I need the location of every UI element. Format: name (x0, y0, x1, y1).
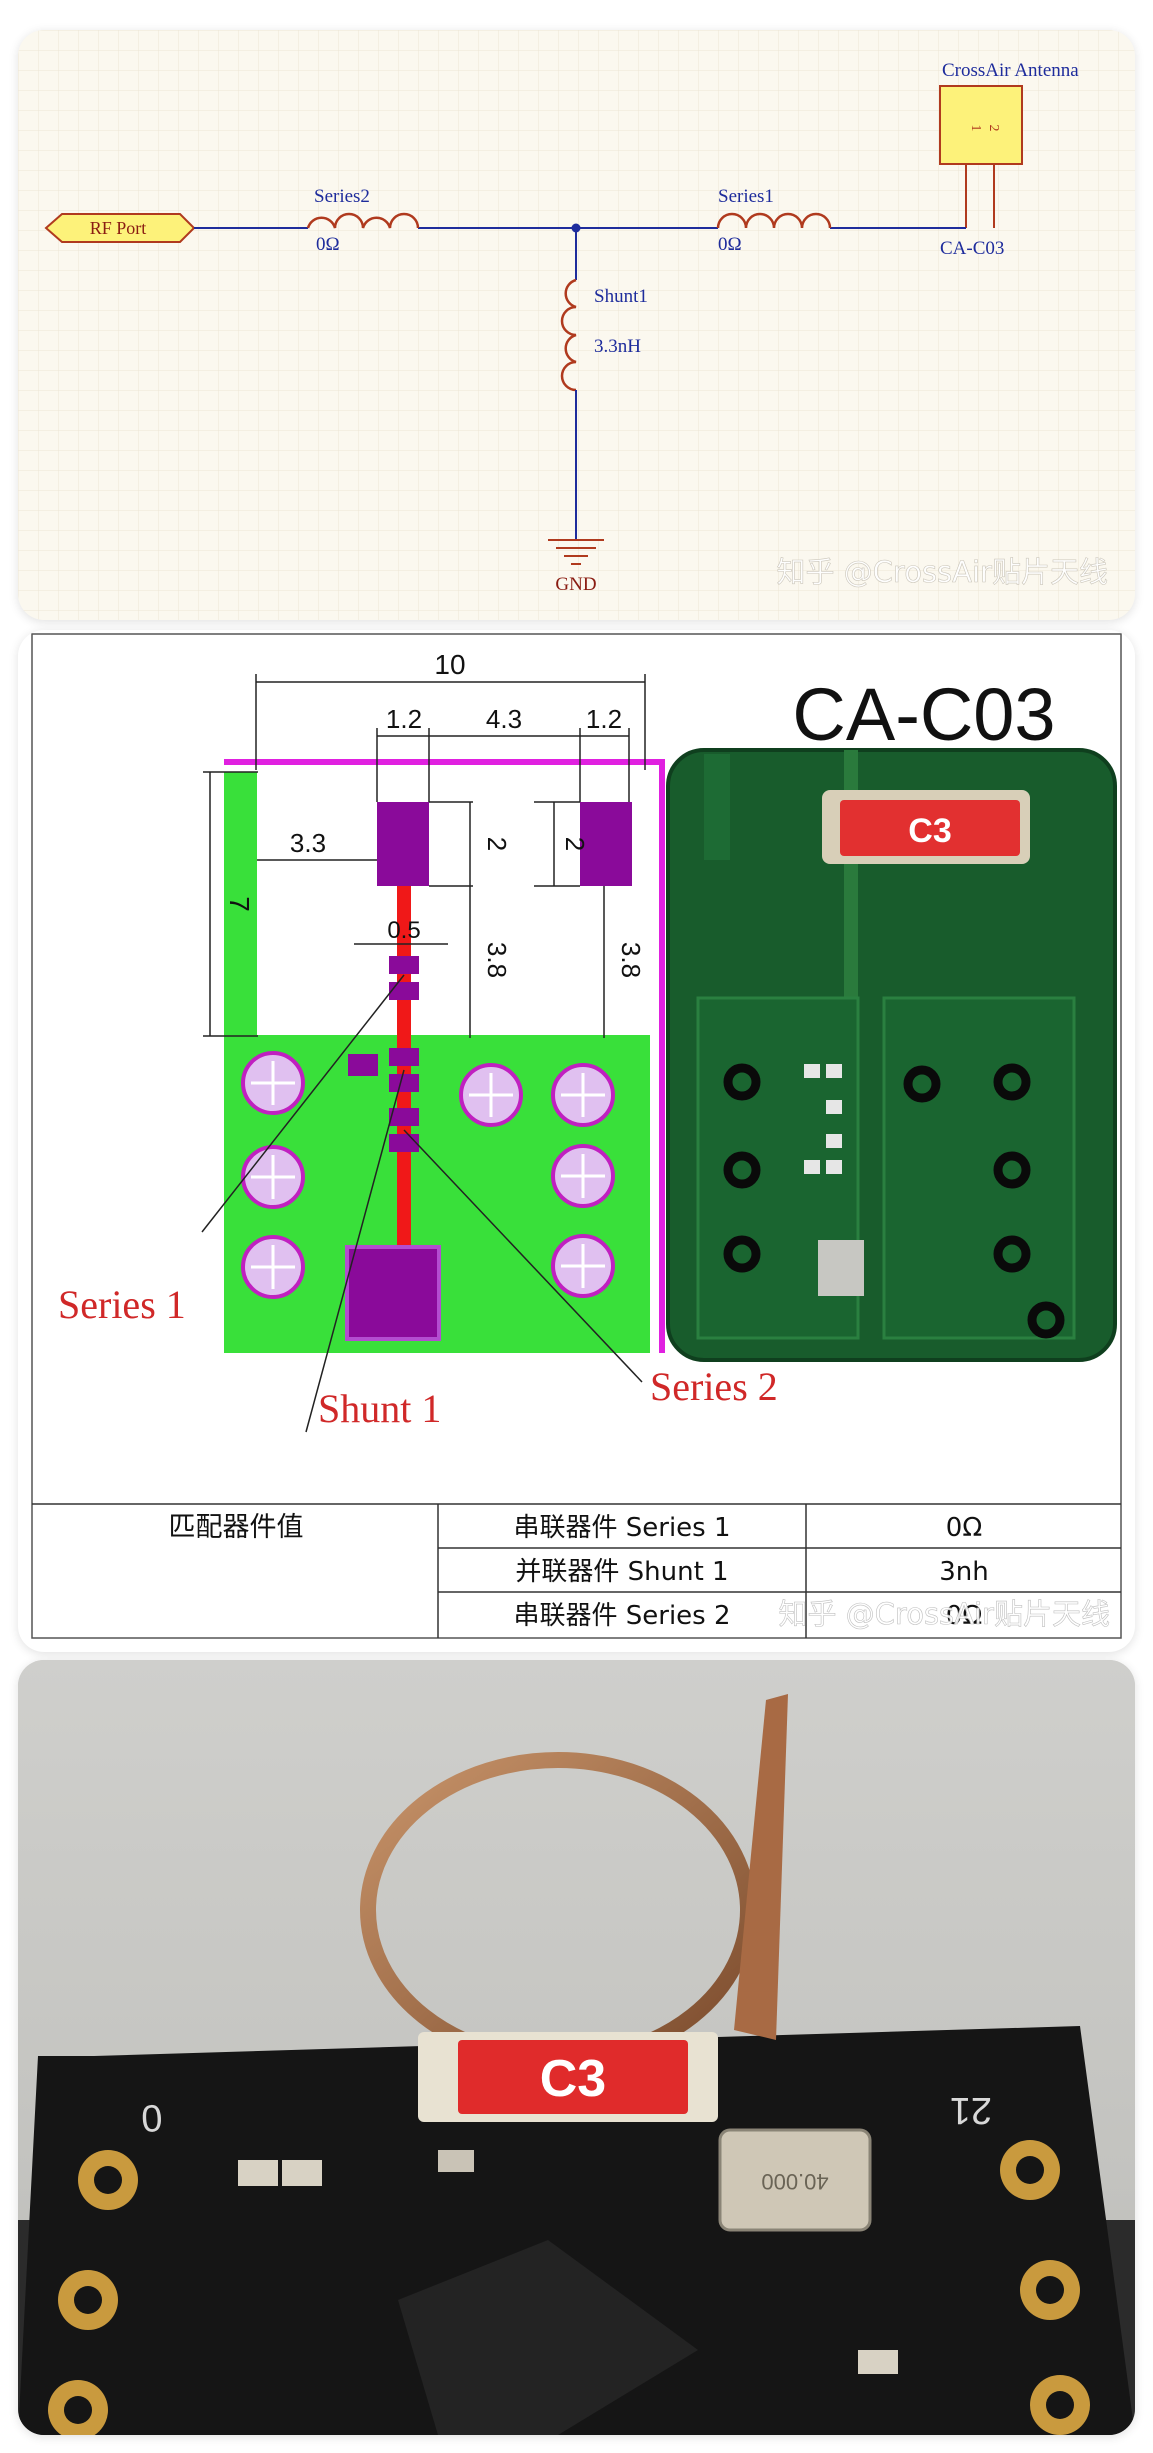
schematic-diagram: RF Port Series2 0Ω Shunt1 3.3nH GND Seri… (18, 30, 1135, 620)
shunt1-inductor (560, 278, 577, 392)
silkscreen-pin-left: 0 (140, 2098, 163, 2141)
table-row-3-name: 串联器件 Series 2 (513, 1601, 730, 1631)
schematic-panel: RF Port Series2 0Ω Shunt1 3.3nH GND Seri… (18, 30, 1135, 620)
dim-1-2-left: 1.2 (386, 704, 422, 734)
shunt1-value: 3.3nH (594, 336, 641, 357)
product-photo-panel: 0 21 C3 40.000 (18, 1660, 1135, 2435)
component-table (32, 1503, 1121, 1638)
series2-name: Series2 (314, 186, 370, 207)
dim-10: 10 (434, 649, 465, 680)
label-series-2: Series 2 (650, 1364, 778, 1409)
table-row-3-value: 0Ω (946, 1601, 982, 1631)
smd-components (238, 2150, 898, 2374)
rf-feed-pad (345, 1245, 441, 1341)
leader-lines (201, 974, 643, 1433)
table-row-1-value: 0Ω (946, 1513, 982, 1543)
layout-panel: CA-C03 (18, 630, 1135, 1652)
gnd-symbol (548, 539, 604, 565)
pcb-photo: C3 (666, 748, 1117, 1362)
chip-body (458, 2040, 688, 2114)
table-row-2-name: 并联器件 Shunt 1 (515, 1557, 728, 1587)
chip-body (840, 800, 1020, 856)
antenna-pad-1 (377, 802, 429, 886)
silkscreen-pin-right: 21 (950, 2089, 992, 2131)
dim-3-8-right: 3.8 (616, 942, 646, 978)
crystal-marking: 40.000 (761, 2169, 828, 2194)
rf-port-label: RF Port (90, 218, 147, 238)
chip-label: C3 (540, 2050, 606, 2108)
antenna-ground-strip (224, 772, 257, 1037)
antenna-part: CA-C03 (940, 238, 1004, 259)
dim-7: 7 (224, 896, 255, 912)
series2-inductor (306, 212, 420, 229)
table-row-1-name: 串联器件 Series 1 (513, 1513, 730, 1543)
series2-value: 0Ω (316, 234, 340, 255)
dim-3-8-left: 3.8 (482, 942, 512, 978)
matching-pads (348, 956, 419, 1152)
dimension-lines (203, 674, 646, 1038)
table-row-2-value: 3nh (939, 1557, 989, 1587)
mcu-chip (398, 2240, 698, 2435)
watermark: 知乎 @CrossAir贴片天线 (778, 1597, 1110, 1631)
antenna-pad-2 (580, 802, 632, 886)
dim-3-3: 3.3 (290, 828, 326, 858)
antenna-pin2-label: 2 (986, 125, 1001, 132)
label-shunt-1: Shunt 1 (318, 1386, 441, 1431)
crystal (718, 2128, 872, 2232)
label-series-1: Series 1 (58, 1282, 186, 1327)
pcb-feed-pad (818, 1240, 864, 1296)
antenna-pin1-label: 1 (968, 125, 983, 132)
shunt1-name: Shunt1 (594, 286, 648, 307)
dim-2-right: 2 (560, 837, 590, 851)
dim-1-2-right: 1.2 (586, 704, 622, 734)
chip-label: C3 (908, 812, 951, 850)
antenna-body (939, 85, 1023, 165)
series1-name: Series1 (718, 186, 774, 207)
product-photo: 0 21 C3 40.000 (18, 1660, 1135, 2435)
gnd-label: GND (555, 574, 596, 595)
pcb-smd-pads (804, 1064, 842, 1174)
dim-0-5: 0.5 (387, 917, 420, 944)
series1-inductor (716, 212, 832, 229)
layout-figure: CA-C03 (31, 633, 1122, 1639)
antenna-name: CrossAir Antenna (942, 60, 1079, 81)
table-header: 匹配器件值 (169, 1512, 304, 1543)
watermark: 知乎 @CrossAir贴片天线 (776, 555, 1108, 589)
pcb-vias (723, 1063, 1065, 1339)
series1-value: 0Ω (718, 234, 742, 255)
via-array (241, 1051, 615, 1299)
part-title: CA-C03 (792, 673, 1055, 756)
dim-2-left: 2 (482, 837, 512, 851)
board-outline (224, 759, 665, 1353)
module-board (18, 2026, 1135, 2435)
dim-4-3: 4.3 (486, 704, 522, 734)
wire-post (734, 1694, 788, 2040)
